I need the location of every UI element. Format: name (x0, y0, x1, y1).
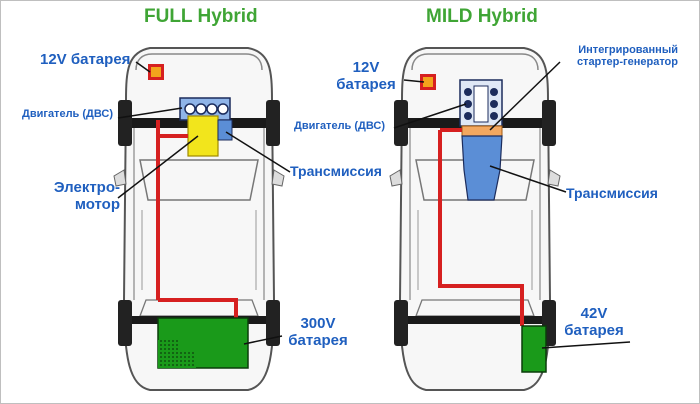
front-left-wheel (118, 100, 132, 146)
mild-isg-label-line1: Интегрированный (578, 44, 678, 56)
mild-12v-battery-label: 12V батарея (330, 59, 402, 93)
mild-12v-label-line1: 12V (352, 59, 380, 76)
full-transmission (217, 119, 233, 141)
full-hybrid-car (113, 47, 291, 391)
mild-transmission-label: Трансмиссия (566, 185, 658, 201)
full-300v-label-line1: 300V (300, 315, 336, 332)
full-300v-label-line2: батарея (288, 331, 348, 349)
full-motor-label-line2: мотор (74, 195, 120, 213)
mild-42v-label-line2: батарея (564, 321, 624, 339)
mild-engine-block (459, 79, 503, 127)
full-300v-battery (157, 317, 249, 369)
mild-rear-axle (408, 316, 542, 324)
mild-front-left-wheel (394, 100, 408, 146)
mild-transmission (461, 135, 503, 201)
front-right-wheel (266, 100, 280, 146)
mild-isg-label: Интегрированный стартер-генератор (560, 44, 678, 68)
full-cable-bottom (158, 298, 238, 318)
rear-left-wheel (118, 300, 132, 346)
mild-starter-generator (461, 125, 503, 137)
full-engine-label: Двигатель (ДВС) (22, 108, 114, 120)
mild-engine-label: Двигатель (ДВС) (294, 120, 386, 132)
full-engine-block (179, 97, 231, 121)
full-motor-label-line1: Электро- (53, 179, 120, 196)
full-transmission-label: Трансмиссия (290, 163, 382, 179)
mild-42v-label-line1: 42V (580, 305, 608, 322)
mild-hybrid-car (389, 47, 631, 391)
mild-42v-battery-label: 42V батарея (558, 305, 630, 339)
mild-12v-label-line2: батарея (336, 75, 396, 93)
full-motor-label: Электро- мотор (40, 179, 120, 213)
rear-right-wheel (266, 300, 280, 346)
mild-front-right-wheel (542, 100, 556, 146)
mild-hybrid-title: MILD Hybrid (426, 6, 538, 27)
mild-cable (438, 130, 524, 326)
mild-isg-label-line2: стартер-генератор (576, 56, 678, 69)
full-electric-motor (187, 115, 219, 157)
full-300v-battery-label: 300V батарея (282, 315, 354, 349)
mild-42v-battery (521, 325, 547, 373)
full-12v-battery-label: 12V батарея (40, 51, 131, 68)
mild-rear-left-wheel (394, 300, 408, 346)
full-hybrid-title: FULL Hybrid (144, 6, 258, 27)
